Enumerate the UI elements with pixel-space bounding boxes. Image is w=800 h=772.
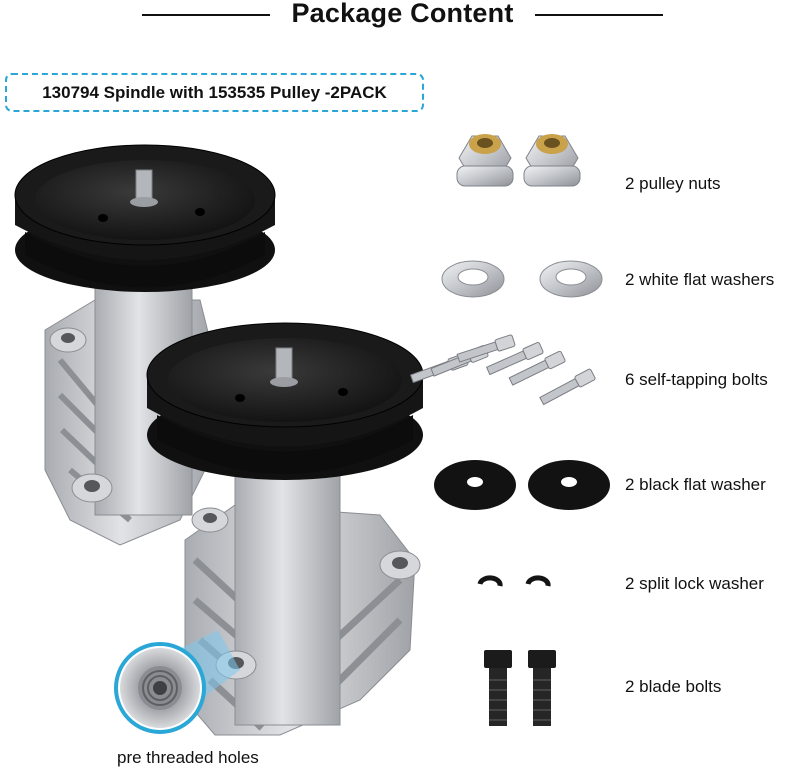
item-label-white-flat-washers: 2 white flat washers — [625, 270, 775, 289]
blade-bolt-icon — [484, 650, 556, 726]
self-tapping-bolt-icon — [409, 334, 596, 406]
threaded-hole-callout — [114, 630, 240, 734]
item-label-black-flat-washer: 2 black flat washer — [625, 475, 766, 494]
header: Package Content — [0, 0, 800, 30]
title-rule-left — [142, 14, 270, 16]
page-title: Package Content — [291, 0, 514, 28]
white-flat-washer-icon — [441, 260, 603, 298]
item-label-split-lock-washer: 2 split lock washer — [625, 574, 764, 593]
item-label-blade-bolts: 2 blade bolts — [625, 677, 722, 696]
product-name-banner: 130794 Spindle with 153535 Pulley -2PACK — [5, 73, 424, 112]
item-label-self-tapping-bolts: 6 self-tapping bolts — [625, 370, 768, 389]
split-lock-washer-icon — [477, 575, 551, 587]
pulley-nut-icon — [456, 134, 581, 187]
spindle-assembly-front — [146, 322, 424, 736]
item-label-pulley-nuts: 2 pulley nuts — [625, 174, 721, 193]
spindle-assembly-back — [14, 144, 276, 546]
black-flat-washer-icon — [434, 460, 610, 510]
title-rule-right — [535, 14, 663, 16]
threaded-holes-caption: pre threaded holes — [117, 748, 259, 767]
product-name: 130794 Spindle with 153535 Pulley -2PACK — [42, 82, 387, 102]
